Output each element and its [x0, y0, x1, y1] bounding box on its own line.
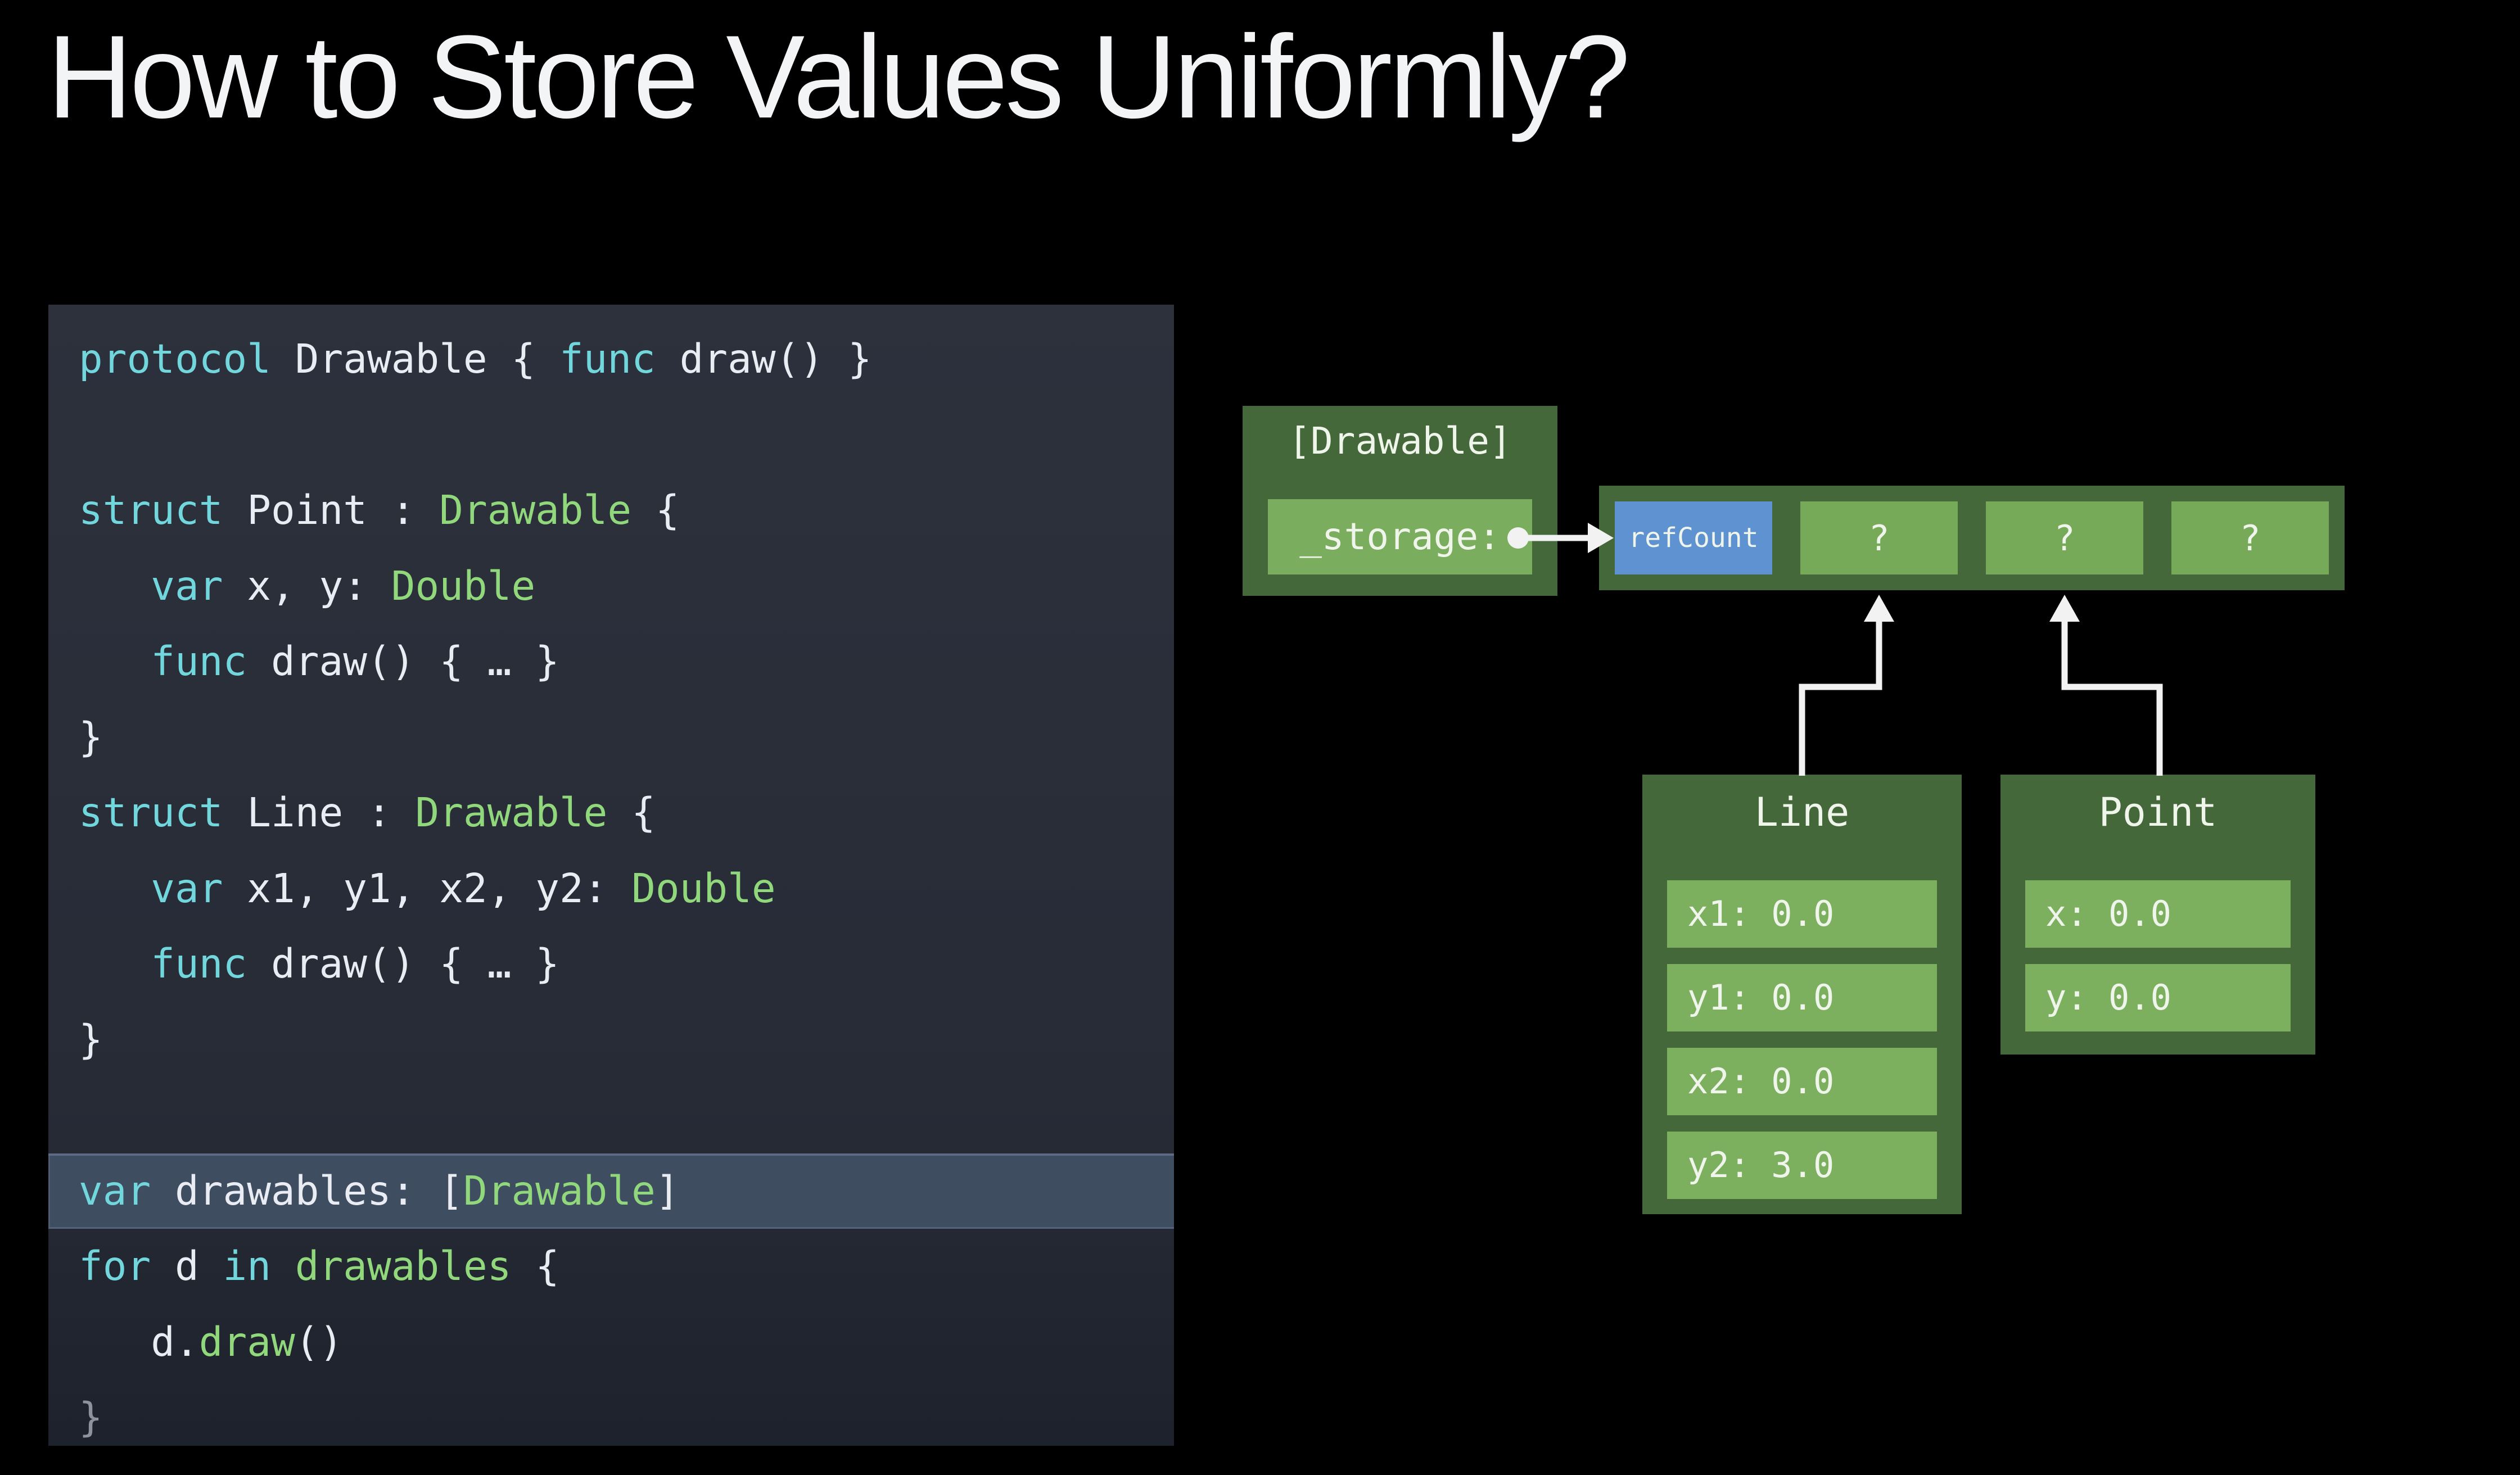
- code-token: Double: [391, 562, 536, 609]
- code-token: {: [511, 1243, 559, 1290]
- code-token: (): [295, 1318, 344, 1365]
- point-pointer-arrow: [2049, 595, 2163, 776]
- code-token: draw() }: [655, 336, 872, 382]
- code-token: drawables: [295, 1243, 512, 1290]
- code-token: func: [559, 336, 656, 382]
- code-token: {: [631, 487, 680, 533]
- code-token: struct: [79, 789, 223, 836]
- code-line: d.draw(): [79, 1305, 1174, 1381]
- code-line: var x1, y1, x2, y2: Double: [79, 851, 1174, 927]
- struct-field-row: y1: 0.0: [1667, 964, 1937, 1031]
- code-token: [79, 563, 151, 609]
- line-struct-rows: x1: 0.0 y1: 0.0 x2: 0.0 y2: 3.0: [1667, 880, 1937, 1215]
- code-line: [79, 397, 1174, 473]
- code-line: func draw() { … }: [79, 926, 1174, 1002]
- code-token: x, y:: [223, 562, 391, 609]
- code-token: draw() { … }: [247, 638, 559, 685]
- line-pointer-arrow: [1799, 595, 1894, 776]
- code-line: struct Line : Drawable {: [79, 775, 1174, 851]
- code-token: var: [151, 562, 223, 609]
- code-token: Drawable {: [270, 336, 559, 382]
- code-token: drawables: [: [151, 1167, 463, 1214]
- code-token: }: [79, 1016, 103, 1063]
- struct-field-row: y2: 3.0: [1667, 1132, 1937, 1199]
- code-line: }: [79, 1380, 1174, 1456]
- code-line: struct Point : Drawable {: [79, 473, 1174, 549]
- code-token: Point :: [223, 487, 440, 533]
- buffer-slot-cell: ?: [1800, 501, 1958, 574]
- struct-field-row: x2: 0.0: [1667, 1048, 1937, 1115]
- code-token: x1, y1, x2, y2:: [223, 865, 632, 912]
- code-line: [79, 1078, 1174, 1153]
- code-token: draw() { … }: [247, 940, 559, 987]
- code-token: d.: [79, 1318, 199, 1365]
- buffer-slot-cell: ?: [1986, 501, 2143, 574]
- code-token: [79, 940, 151, 987]
- code-line: }: [79, 700, 1174, 776]
- point-struct-title: Point: [2098, 789, 2218, 835]
- code-token: var: [151, 865, 223, 912]
- line-struct-box: Line x1: 0.0 y1: 0.0 x2: 0.0 y2: 3.0: [1642, 775, 1962, 1214]
- code-token: Line :: [223, 789, 416, 836]
- code-token: draw: [198, 1318, 295, 1365]
- code-token: for: [79, 1243, 151, 1290]
- code-token: Drawable: [463, 1167, 656, 1214]
- code-token: d: [151, 1243, 223, 1290]
- code-editor: protocol Drawable { func draw() } struct …: [48, 305, 1174, 1446]
- drawable-array-title: [Drawable]: [1288, 419, 1512, 463]
- storage-field: _storage:: [1268, 499, 1532, 574]
- heap-buffer: refCount???: [1599, 486, 2345, 590]
- page-title: How to Store Values Uniformly?: [47, 11, 1631, 143]
- point-struct-box: Point x: 0.0 y: 0.0: [2000, 775, 2315, 1055]
- code-token: {: [607, 789, 656, 836]
- code-token: [79, 865, 151, 912]
- refcount-cell: refCount: [1615, 501, 1772, 574]
- code-token: Double: [631, 865, 776, 912]
- code-token: struct: [79, 487, 223, 533]
- point-struct-rows: x: 0.0 y: 0.0: [2025, 880, 2291, 1048]
- code-token: func: [151, 940, 247, 987]
- code-token: [79, 638, 151, 685]
- code-line-highlighted: var drawables: [Drawable]: [48, 1153, 1174, 1229]
- code-line: func draw() { … }: [79, 624, 1174, 700]
- code-token: func: [151, 638, 247, 685]
- code-line: protocol Drawable { func draw() }: [79, 322, 1174, 397]
- code-token: var: [79, 1167, 151, 1214]
- struct-field-row: x1: 0.0: [1667, 880, 1937, 948]
- code-line: }: [79, 1002, 1174, 1078]
- code-token: in: [223, 1243, 272, 1290]
- code-line: var x, y: Double: [79, 549, 1174, 625]
- line-struct-title: Line: [1754, 789, 1850, 835]
- code-token: ]: [655, 1167, 680, 1214]
- code-token: Drawable: [439, 487, 632, 533]
- code-token: protocol: [79, 336, 271, 382]
- drawable-array-box: [Drawable] _storage:: [1243, 406, 1557, 596]
- code-token: }: [79, 1394, 103, 1441]
- code-token: Drawable: [415, 789, 608, 836]
- code-token: [271, 1243, 295, 1290]
- code-line: for d in drawables {: [79, 1229, 1174, 1305]
- code-token: }: [79, 713, 103, 761]
- struct-field-row: y: 0.0: [2025, 964, 2291, 1031]
- buffer-slot-cell: ?: [2171, 501, 2329, 574]
- struct-field-row: x: 0.0: [2025, 880, 2291, 948]
